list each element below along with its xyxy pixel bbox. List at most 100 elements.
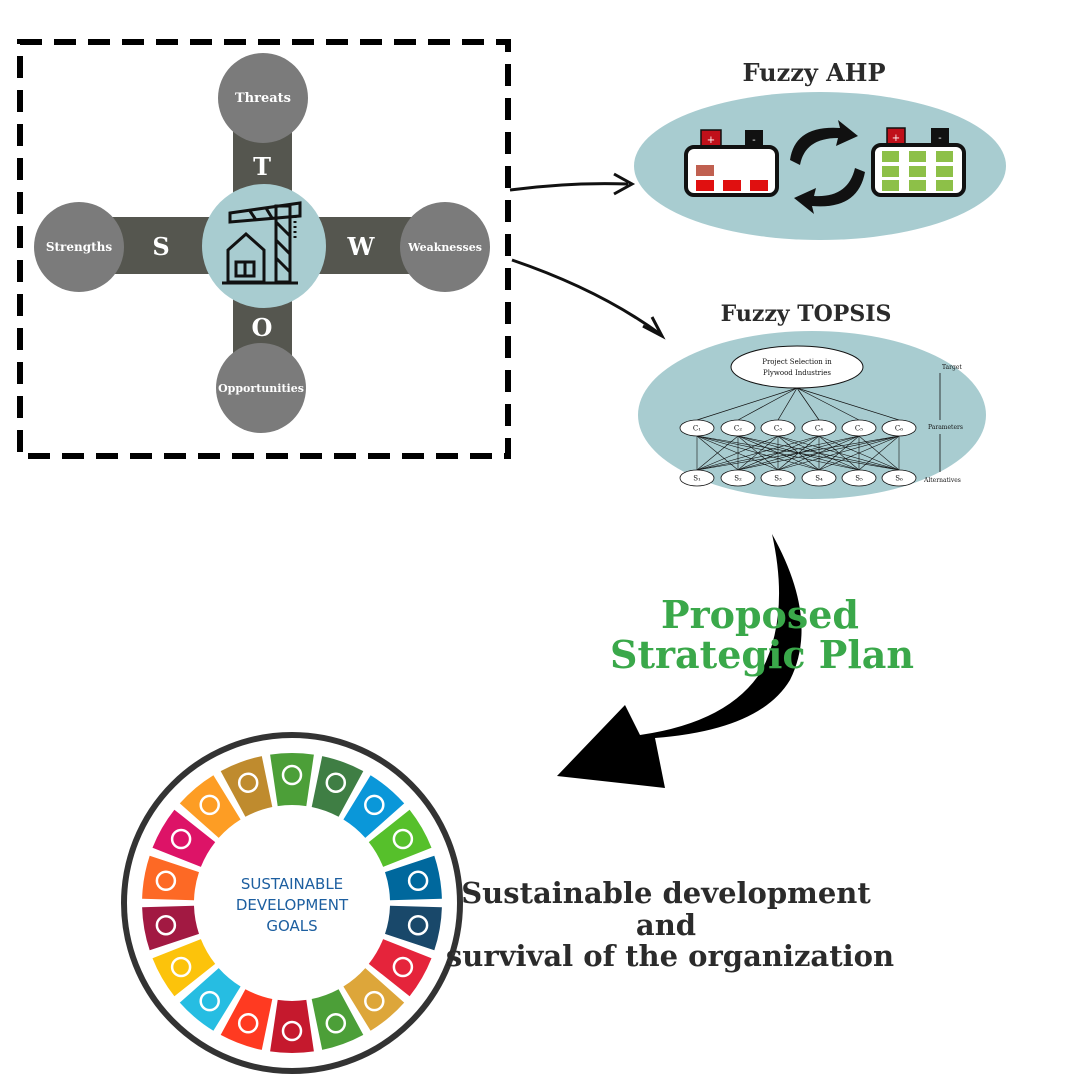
sdg-goal-icon: [392, 828, 414, 850]
criterion-label: C₄: [815, 425, 823, 433]
sdg-segment: [270, 999, 314, 1054]
sdg-goal-icon: [199, 794, 220, 816]
sdg-goal-icon: [155, 870, 177, 892]
sdg-segment: [179, 968, 241, 1031]
sdg-segment: [142, 855, 199, 901]
opportunities-circle: [216, 343, 306, 433]
sdg-segment: [368, 939, 432, 997]
arrow-to-ahp-head: [613, 172, 636, 196]
sdg-segment: [385, 855, 442, 901]
alternative-label: S₂: [734, 475, 742, 483]
criterion-label: C₆: [895, 425, 903, 433]
plan-line2: Strategic Plan: [610, 632, 914, 677]
criterion-alternative-link: [777, 435, 900, 471]
criterion-alternative-link: [737, 435, 900, 471]
ahp-ellipse: [634, 92, 1006, 240]
sdg-goal-icon: [237, 1013, 259, 1034]
alternative-label: S₄: [815, 475, 823, 483]
sdg-segment: [270, 752, 314, 807]
ahp-left-plus: +: [707, 135, 715, 146]
sdg-segment: [311, 756, 364, 817]
topsis-links: [696, 387, 900, 471]
ahp-left-minus: -: [752, 135, 755, 146]
swot-dashed-frame: [17, 39, 511, 459]
letter-w: W: [347, 232, 376, 261]
sdg-segment: [220, 756, 273, 817]
topsis-goal-line1: Project Selection in: [762, 358, 832, 366]
ahp-right-minus: -: [938, 133, 941, 144]
criterion-label: C₃: [774, 425, 782, 433]
criterion-label: C₅: [855, 425, 863, 433]
criterion-alternative-link: [818, 435, 900, 471]
outcome-line3: survival of the organization: [446, 939, 894, 973]
sdg-inner-circle: [202, 813, 382, 993]
criterion-node: [760, 419, 796, 437]
sdg-segment: [385, 905, 442, 951]
sdg-goal-icon: [407, 914, 429, 936]
alternative-node: [881, 469, 917, 487]
outcome-line2: and: [636, 908, 696, 942]
sdg-text-line1: SUSTAINABLE: [241, 875, 343, 893]
sdg-segments: [142, 752, 442, 1054]
sdg-goal-icon: [392, 956, 414, 978]
strengths-label: Strengths: [46, 240, 113, 254]
goal-criterion-link: [737, 387, 798, 421]
sdg-goal-icon: [364, 990, 385, 1012]
topsis-alternatives-label: Alternatives: [923, 477, 961, 484]
sdg-segment: [311, 989, 364, 1050]
sdg-segment: [152, 809, 216, 867]
alternative-node: [841, 469, 877, 487]
big-curved-arrow: [557, 534, 802, 788]
letter-t: T: [253, 152, 271, 181]
goal-criterion-link: [796, 387, 900, 421]
alternative-label: S₃: [774, 475, 782, 483]
ahp-right-plus: +: [892, 133, 900, 144]
criterion-alternative-link: [696, 435, 900, 471]
center-circle: [202, 184, 326, 308]
weaknesses-circle: [400, 202, 490, 292]
sdg-goal-icon: [281, 764, 303, 786]
sdg-segment: [179, 775, 241, 838]
outcome-line1: Sustainable development: [461, 876, 871, 910]
ahp-title: Fuzzy AHP: [743, 58, 886, 87]
sdg-segment: [142, 905, 199, 951]
sdg-segment: [343, 775, 405, 838]
criterion-node: [679, 419, 715, 437]
topsis-target-label: Target: [942, 364, 962, 371]
sdg-goal-icon: [170, 956, 192, 978]
topsis-goal-node: [730, 345, 864, 389]
alternative-label: S₆: [895, 475, 903, 483]
sdg-segment: [220, 989, 273, 1050]
criterion-label: C₁: [693, 425, 701, 433]
criterion-node: [881, 419, 917, 437]
sdg-goal-icon: [170, 828, 192, 850]
sdg-goal-icon: [325, 772, 347, 793]
arrow-to-ahp: [509, 182, 629, 192]
criterion-alternative-link: [696, 435, 860, 471]
construction-crane-icon: [222, 201, 302, 285]
topsis-parameters-label: Parameters: [928, 424, 963, 431]
criterion-alternative-link: [696, 435, 779, 471]
plan-line1: Proposed: [661, 592, 859, 637]
sdg-goal-icon: [155, 914, 177, 936]
criterion-alternative-link: [696, 435, 739, 471]
threats-label: Threats: [235, 91, 291, 106]
ahp-left-matrix: [684, 129, 779, 197]
sdg-text-line2: DEVELOPMENT: [236, 896, 349, 914]
goal-criterion-link: [777, 387, 798, 421]
sdg-segment: [368, 809, 432, 867]
alternative-node: [760, 469, 796, 487]
opportunities-label: Opportunities: [218, 382, 304, 395]
alternative-label: S₁: [693, 475, 701, 483]
alternative-node: [679, 469, 715, 487]
sdg-goal-icon: [325, 1013, 347, 1034]
criterion-label: C₂: [734, 425, 742, 433]
cycle-arrows-icon: [790, 120, 865, 214]
sdg-goal-icon: [199, 990, 220, 1012]
threats-circle: [218, 53, 308, 143]
criterion-alternative-link: [858, 435, 900, 471]
goal-criterion-link: [796, 387, 820, 421]
sdg-goal-icon: [407, 870, 429, 892]
topsis-title: Fuzzy TOPSIS: [721, 301, 892, 327]
